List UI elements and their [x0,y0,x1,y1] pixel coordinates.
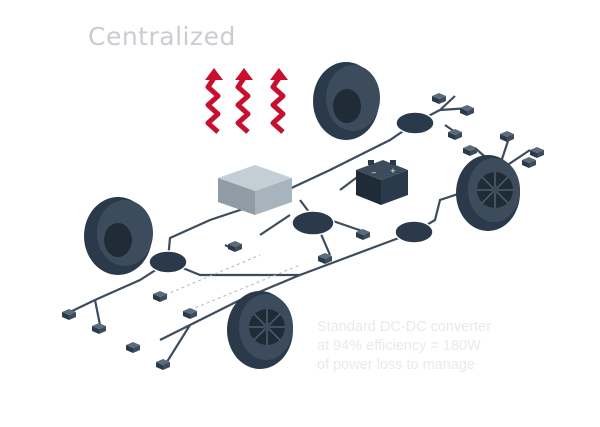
tire-rear-left [84,197,153,275]
tire-front-left [313,62,380,140]
svg-text:−: − [371,169,377,177]
harness-hub [148,111,435,274]
diagram-title: Centralized [88,22,236,51]
svg-text:+: + [390,167,396,175]
battery-icon: − + [356,160,408,205]
power-loss-note: Standard DC-DC converter at 94% efficien… [317,318,587,375]
heat-wave-icon [205,68,288,134]
note-line-2: at 94% efficiency = 180W [317,338,481,354]
tire-front-right [456,155,520,231]
tire-rear-right [227,291,293,369]
note-line-3: of power loss to manage [317,357,475,373]
note-line-1: Standard DC-DC converter [317,319,492,335]
dc-dc-converter [218,165,292,215]
